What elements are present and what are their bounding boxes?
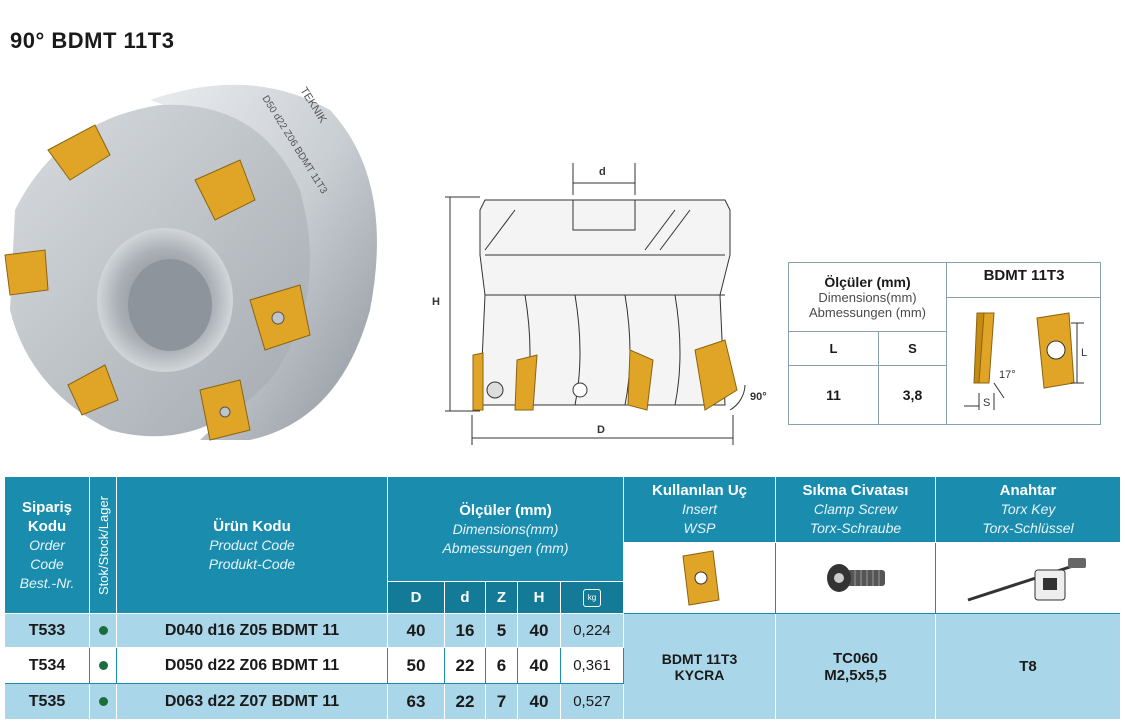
screw-header-en: Clamp Screw bbox=[813, 501, 898, 517]
row-3-product: D063 d22 Z07 BDMT 11 bbox=[117, 684, 388, 720]
product-header-tr: Ürün Kodu bbox=[213, 517, 291, 535]
dims-title-en: Dimensions(mm) bbox=[818, 290, 917, 305]
key-image-cell bbox=[936, 543, 1120, 614]
milling-cutter-photo: TEKNIK D50 d22 Z06 BDMT 11T3 bbox=[0, 60, 385, 445]
in-stock-dot bbox=[98, 697, 108, 706]
col-header-product: Ürün Kodu Product Code Produkt-Code bbox=[117, 477, 388, 614]
key-header-tr: Anahtar bbox=[999, 482, 1057, 499]
torx-screw-icon bbox=[826, 564, 885, 592]
key-header-en: Torx Key bbox=[1000, 501, 1056, 517]
row-2-D: 50 bbox=[388, 648, 445, 684]
key-header-de: Torx-Schlüssel bbox=[982, 520, 1074, 536]
dims-title-tr: Ölçüler (mm) bbox=[824, 274, 911, 290]
insert-name: BDMT 11T3 bbox=[983, 267, 1065, 284]
product-header-de: Produkt-Code bbox=[208, 555, 296, 572]
screw-header-de: Torx-Schraube bbox=[809, 520, 902, 536]
row-3-stock bbox=[90, 684, 117, 720]
screw-value-line1: TC060 bbox=[832, 649, 879, 667]
val-S: 3,8 bbox=[879, 366, 947, 424]
col-header-key: Anahtar Torx Key Torx-Schlüssel bbox=[936, 477, 1120, 543]
row-1-stock bbox=[90, 614, 117, 648]
dim-label-D: D bbox=[597, 424, 605, 436]
row-1-D: 40 bbox=[388, 614, 445, 648]
order-header-tr: Sipariş Kodu bbox=[21, 498, 73, 535]
weight-icon: kg bbox=[583, 588, 601, 607]
row-2-product: D050 d22 Z06 BDMT 11 bbox=[117, 648, 388, 684]
row-1-H: 40 bbox=[518, 614, 561, 648]
col-header-insert: Kullanılan Uç Insert WSP bbox=[624, 477, 776, 543]
insert-header-en: Insert bbox=[681, 501, 717, 517]
col-S-header: S bbox=[879, 332, 947, 366]
dims-title-cell: Ölçüler (mm) Dimensions(mm) Abmessungen … bbox=[789, 263, 947, 332]
row-2-Z: 6 bbox=[486, 648, 518, 684]
row-1-weight: 0,224 bbox=[561, 614, 624, 648]
sub-header-Z: Z bbox=[486, 582, 518, 614]
row-2-H: 40 bbox=[518, 648, 561, 684]
insert-image-cell bbox=[624, 543, 776, 614]
insert-value-line1: BDMT 11T3 bbox=[661, 650, 738, 667]
sub-header-d: d bbox=[445, 582, 486, 614]
product-header-en: Product Code bbox=[209, 536, 295, 553]
dims-header-tr: Ölçüler (mm) bbox=[459, 501, 552, 519]
dim-label-d: d bbox=[599, 166, 606, 178]
insert-L-label: L bbox=[1081, 347, 1087, 359]
row-2-weight: 0,361 bbox=[561, 648, 624, 684]
screw-value-line2: M2,5x5,5 bbox=[824, 666, 887, 684]
row-3-H: 40 bbox=[518, 684, 561, 720]
col-header-screw: Sıkma Civatası Clamp Screw Torx-Schraube bbox=[776, 477, 936, 543]
insert-value-line2: KYCRA bbox=[674, 666, 725, 683]
screw-header-tr: Sıkma Civatası bbox=[802, 482, 909, 499]
row-2-d: 22 bbox=[445, 648, 486, 684]
order-header-en: Order Code bbox=[29, 536, 65, 572]
row-2-stock bbox=[90, 648, 117, 684]
row-1-d: 16 bbox=[445, 614, 486, 648]
row-3-weight: 0,527 bbox=[561, 684, 624, 720]
row-3-D: 63 bbox=[388, 684, 445, 720]
row-2-order: T534 bbox=[5, 648, 90, 684]
shank-body bbox=[150, 84, 377, 440]
product-table: Sipariş Kodu Order Code Best.-Nr. Stok/S… bbox=[5, 477, 1120, 720]
sub-header-weight: kg bbox=[561, 582, 624, 614]
col-L-header: L bbox=[789, 332, 879, 366]
page-title: 90° BDMT 11T3 bbox=[10, 28, 175, 53]
insert-S-label: S bbox=[983, 397, 990, 409]
insert-name-cell: BDMT 11T3 bbox=[947, 263, 1101, 298]
insert-header-tr: Kullanılan Uç bbox=[651, 482, 748, 499]
sub-header-D: D bbox=[388, 582, 445, 614]
row-3-Z: 7 bbox=[486, 684, 518, 720]
stock-header: Stok/Stock/Lager bbox=[95, 495, 111, 595]
screw-value-cell: TC060 M2,5x5,5 bbox=[776, 614, 936, 720]
insert-drawing: 17° L S bbox=[949, 298, 1101, 424]
row-3-order: T535 bbox=[5, 684, 90, 720]
in-stock-dot bbox=[98, 661, 108, 670]
insert-header-de: WSP bbox=[683, 520, 716, 536]
insert-angle-label: 17° bbox=[999, 369, 1016, 381]
screw-image-cell bbox=[776, 543, 936, 614]
row-1-Z: 5 bbox=[486, 614, 518, 648]
col-header-order: Sipariş Kodu Order Code Best.-Nr. bbox=[5, 477, 90, 614]
dim-label-angle: 90° bbox=[750, 391, 767, 403]
technical-drawing: d H D 90° bbox=[425, 155, 780, 455]
insert-icon bbox=[681, 550, 720, 606]
order-header-de: Best.-Nr. bbox=[19, 574, 75, 591]
row-1-order: T533 bbox=[5, 614, 90, 648]
dims-title-de: Abmessungen (mm) bbox=[808, 305, 927, 320]
row-3-d: 22 bbox=[445, 684, 486, 720]
col-header-stock: Stok/Stock/Lager bbox=[90, 477, 117, 614]
in-stock-dot bbox=[98, 626, 108, 635]
sub-header-H: H bbox=[518, 582, 561, 614]
dims-header-de: Abmessungen (mm) bbox=[442, 539, 569, 556]
insert-value-cell: BDMT 11T3 KYCRA bbox=[624, 614, 776, 720]
insert-dimensions-box: Ölçüler (mm) Dimensions(mm) Abmessungen … bbox=[788, 262, 1101, 425]
key-value-cell: T8 bbox=[936, 614, 1120, 720]
col-header-dims: Ölçüler (mm) Dimensions(mm) Abmessungen … bbox=[388, 477, 624, 582]
dims-header-en: Dimensions(mm) bbox=[452, 520, 559, 537]
val-L: 11 bbox=[789, 366, 879, 424]
dim-label-H: H bbox=[432, 296, 440, 308]
torx-key-icon bbox=[967, 558, 1086, 602]
row-1-product: D040 d16 Z05 BDMT 11 bbox=[117, 614, 388, 648]
